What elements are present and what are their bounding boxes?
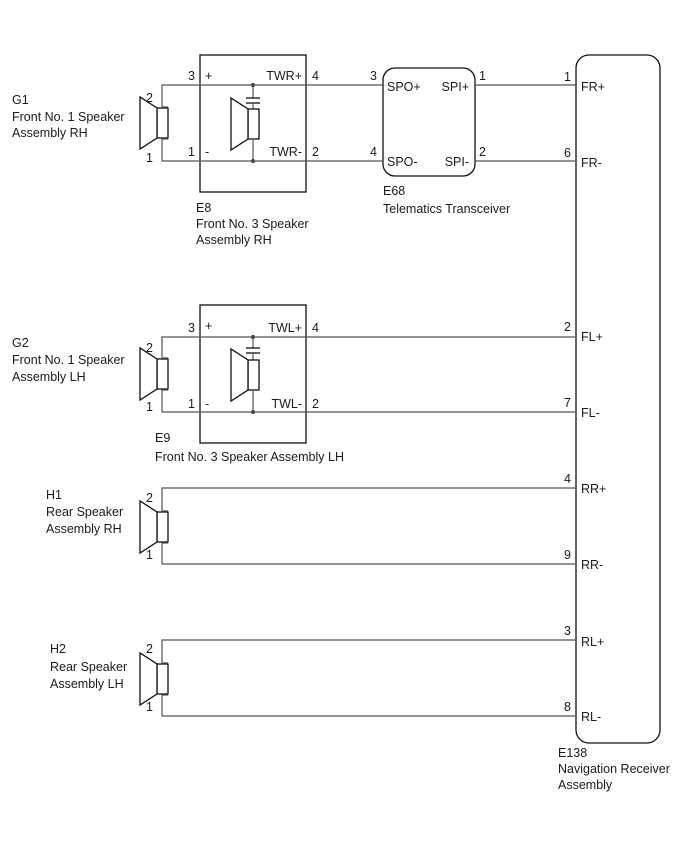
- g2-code: G2: [12, 336, 29, 350]
- g2-name-line2: Assembly LH: [12, 370, 86, 384]
- e138-pin-rl-plus: 3: [564, 624, 571, 638]
- speaker-h2: H2 Rear Speaker Assembly LH 2 1: [50, 639, 576, 717]
- e8-name-line1: Front No. 3 Speaker: [196, 217, 309, 231]
- e68-in-pin-bottom: 4: [370, 145, 377, 159]
- e8-right-pin-bottom: 2: [312, 145, 319, 159]
- navigation-receiver-e138: 1 FR+ 6 FR- 2 FL+ 7 FL- 4 RR+ 9 RR- 3 RL…: [558, 54, 670, 792]
- h2-code: H2: [50, 642, 66, 656]
- g2-pin-top: 2: [146, 341, 153, 355]
- h1-code: H1: [46, 488, 62, 502]
- g2-pin-bottom: 1: [146, 400, 153, 414]
- e138-name-line2: Assembly: [558, 778, 613, 792]
- speaker-icon: [139, 652, 169, 706]
- e138-label-fl-plus: FL+: [581, 330, 603, 344]
- e8-code: E8: [196, 201, 211, 215]
- e68-name: Telematics Transceiver: [383, 202, 510, 216]
- e138-label-rl-minus: RL-: [581, 710, 601, 724]
- e138-pin-rr-minus: 9: [564, 548, 571, 562]
- e138-label-rr-plus: RR+: [581, 482, 606, 496]
- g2-name-line1: Front No. 1 Speaker: [12, 353, 125, 367]
- g1-code: G1: [12, 93, 29, 107]
- e68-in-label-top: SPO+: [387, 80, 421, 94]
- e8-left-pin-bottom: 1: [188, 145, 195, 159]
- e138-label-rr-minus: RR-: [581, 558, 603, 572]
- e138-label-fr-plus: FR+: [581, 80, 605, 94]
- e9-right-pin-bottom: 2: [312, 397, 319, 411]
- h1-name-line1: Rear Speaker: [46, 505, 123, 519]
- telematics-transceiver-e68: 3 SPO+ 4 SPO- SPI+ 1 SPI- 2 E68 Telemati…: [370, 67, 510, 216]
- e68-code: E68: [383, 184, 405, 198]
- h1-name-line2: Assembly RH: [46, 522, 122, 536]
- e9-left-sign-bottom: -: [205, 397, 209, 411]
- e138-pin-fr-plus: 1: [564, 70, 571, 84]
- tweeter-icon: [230, 97, 260, 151]
- speaker-icon: [139, 347, 169, 401]
- speaker-e9: 3 + 1 - TWL+ 4 TWL- 2 E9 Front No. 3 Spe…: [155, 304, 344, 464]
- g1-name-line2: Assembly RH: [12, 126, 88, 140]
- wires-front-rh: [161, 84, 576, 162]
- speaker-g2: G2 Front No. 1 Speaker Assembly LH 2 1: [12, 336, 169, 414]
- g1-name-line1: Front No. 1 Speaker: [12, 110, 125, 124]
- h2-pin-top: 2: [146, 642, 153, 656]
- e68-out-pin-bottom: 2: [479, 145, 486, 159]
- tweeter-icon: [230, 348, 260, 402]
- e138-pin-fr-minus: 6: [564, 146, 571, 160]
- e138-pin-rr-plus: 4: [564, 472, 571, 486]
- e138-pin-fl-minus: 7: [564, 396, 571, 410]
- e68-in-pin-top: 3: [370, 69, 377, 83]
- e9-right-label-bottom: TWL-: [271, 397, 302, 411]
- e138-code: E138: [558, 746, 587, 760]
- h1-pin-top: 2: [146, 491, 153, 505]
- e68-out-label-top: SPI+: [442, 80, 469, 94]
- h1-pin-bottom: 1: [146, 548, 153, 562]
- e8-left-sign-bottom: -: [205, 145, 209, 159]
- speaker-h1: H1 Rear Speaker Assembly RH 2 1: [46, 487, 576, 565]
- e8-right-label-bottom: TWR-: [269, 145, 302, 159]
- e138-pin-fl-plus: 2: [564, 320, 571, 334]
- e8-right-pin-top: 4: [312, 69, 319, 83]
- g1-pin-top: 2: [146, 91, 153, 105]
- e9-right-pin-top: 4: [312, 321, 319, 335]
- e9-left-pin-top: 3: [188, 321, 195, 335]
- speaker-icon: [139, 500, 169, 554]
- e68-in-label-bottom: SPO-: [387, 155, 418, 169]
- e138-box: [575, 54, 661, 744]
- e68-out-label-bottom: SPI-: [445, 155, 469, 169]
- speaker-icon: [139, 96, 169, 150]
- e9-left-pin-bottom: 1: [188, 397, 195, 411]
- e8-left-sign-top: +: [205, 69, 212, 83]
- e138-name-line1: Navigation Receiver: [558, 762, 670, 776]
- e8-box: [199, 54, 307, 193]
- e138-label-fr-minus: FR-: [581, 156, 602, 170]
- speaker-g1: G1 Front No. 1 Speaker Assembly RH 2 1: [12, 91, 169, 165]
- g1-pin-bottom: 1: [146, 151, 153, 165]
- e138-label-rl-plus: RL+: [581, 635, 604, 649]
- e9-name: Front No. 3 Speaker Assembly LH: [155, 450, 344, 464]
- e68-out-pin-top: 1: [479, 69, 486, 83]
- e9-left-sign-top: +: [205, 319, 212, 333]
- e138-pin-rl-minus: 8: [564, 700, 571, 714]
- e9-code: E9: [155, 431, 170, 445]
- h2-name-line1: Rear Speaker: [50, 660, 127, 674]
- speaker-e8: 3 + 1 - TWR+ 4 TWR- 2 E8 Front No. 3 Spe…: [188, 54, 319, 247]
- e8-left-pin-top: 3: [188, 69, 195, 83]
- e68-box: [382, 67, 476, 177]
- e8-right-label-top: TWR+: [266, 69, 302, 83]
- wires-front-lh: [161, 336, 576, 413]
- e8-name-line2: Assembly RH: [196, 233, 272, 247]
- e9-right-label-top: TWL+: [268, 321, 302, 335]
- e138-label-fl-minus: FL-: [581, 406, 600, 420]
- e9-box: [199, 304, 307, 444]
- h2-name-line2: Assembly LH: [50, 677, 124, 691]
- h2-pin-bottom: 1: [146, 700, 153, 714]
